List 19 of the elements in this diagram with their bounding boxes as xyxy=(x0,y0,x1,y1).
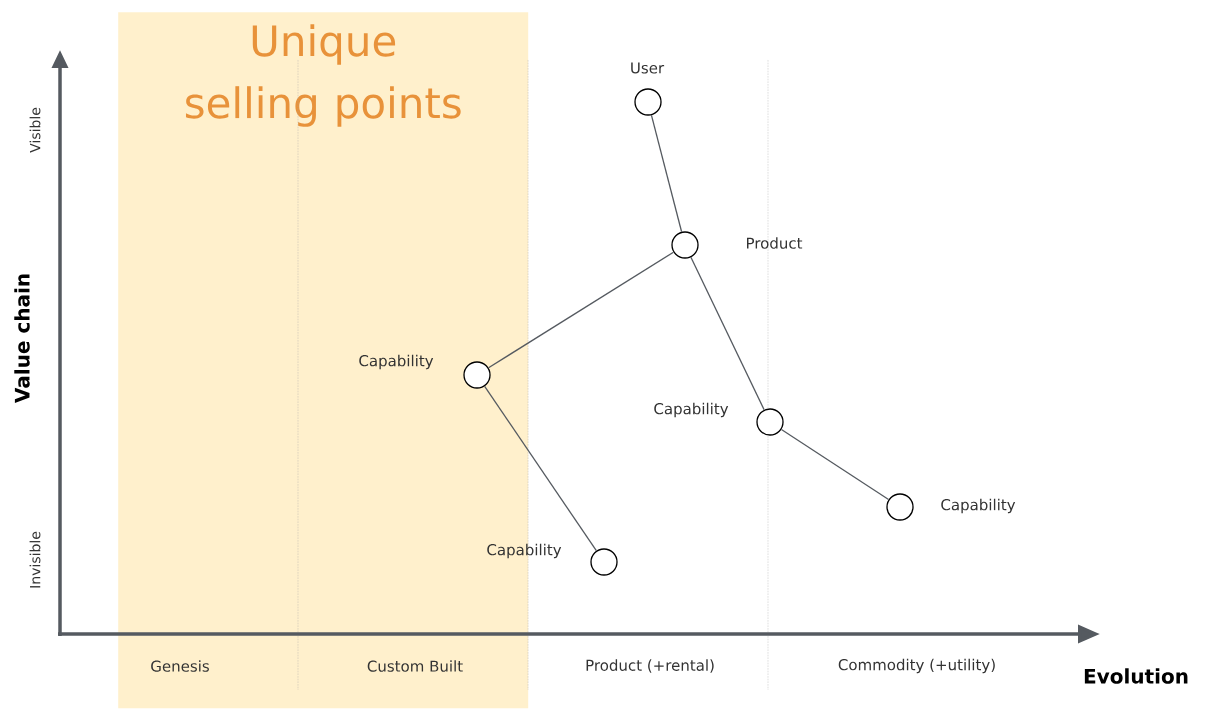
node-label: Capability xyxy=(941,498,1016,514)
stage-label: Genesis xyxy=(151,660,209,672)
stage-label: Commodity (+utility) xyxy=(838,658,995,674)
node-label: Capability xyxy=(487,543,562,559)
connector-line xyxy=(650,114,683,233)
connector-line xyxy=(780,428,890,501)
node-label: Product xyxy=(747,237,803,249)
connector-line xyxy=(484,385,597,552)
connector-line xyxy=(690,256,765,411)
axis-label: Visible xyxy=(29,107,41,153)
node-label: User xyxy=(631,62,665,74)
node-label: Capability xyxy=(359,354,434,370)
connector-line xyxy=(487,251,675,369)
stage-label: Custom Built xyxy=(367,660,463,672)
axis-label: Invisible xyxy=(29,531,41,588)
axis-title: Value chain xyxy=(14,274,30,403)
node-label: Capability xyxy=(654,402,729,418)
axis-title: Evolution xyxy=(1084,668,1188,684)
stage-label: Product (+rental) xyxy=(586,659,714,673)
